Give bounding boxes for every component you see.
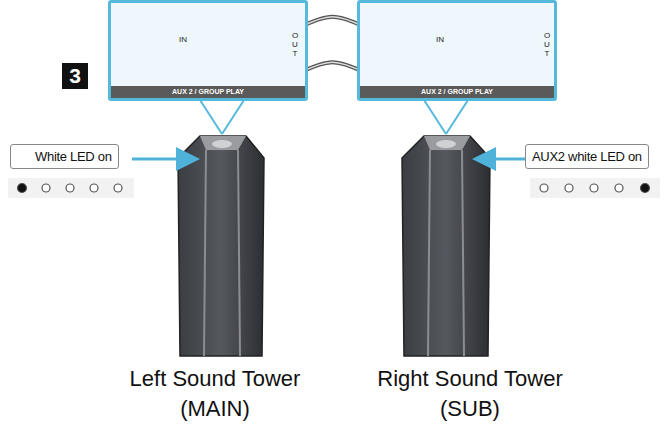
port-label: IN: [436, 36, 444, 45]
pointer-arrow: [132, 158, 194, 161]
port-label: IN: [179, 36, 187, 45]
right-tower: [402, 136, 490, 356]
led-row: [8, 178, 660, 198]
jack-panel: IN OUT AUX 2 / GROUP PLAY: [357, 0, 557, 101]
tower-label: Right Sound Tower: [377, 366, 563, 392]
tower-label: (SUB): [440, 396, 500, 422]
audio-cable: [300, 17, 365, 28]
pointer-arrow: [478, 158, 525, 161]
tower-label: (MAIN): [180, 396, 250, 422]
port-label: OUT: [543, 32, 551, 58]
status-callout: AUX2 white LED on: [525, 144, 649, 169]
cable-highlight: [300, 17, 365, 28]
audio-cable: [300, 62, 365, 73]
left-tower: [178, 136, 264, 356]
callout-text: White LED on: [35, 149, 112, 164]
status-callout: White LED on: [10, 144, 119, 169]
cable-highlight: [300, 62, 365, 73]
callout-text: AUX2 white LED on: [532, 149, 642, 164]
panel-band: AUX 2 / GROUP PLAY: [111, 86, 305, 98]
panel-band: AUX 2 / GROUP PLAY: [360, 86, 554, 98]
port-label: OUT: [291, 32, 299, 58]
step-number: 3: [62, 63, 88, 89]
tower-label: Left Sound Tower: [130, 366, 301, 392]
jack-panel: IN OUT AUX 2 / GROUP PLAY: [108, 0, 308, 101]
